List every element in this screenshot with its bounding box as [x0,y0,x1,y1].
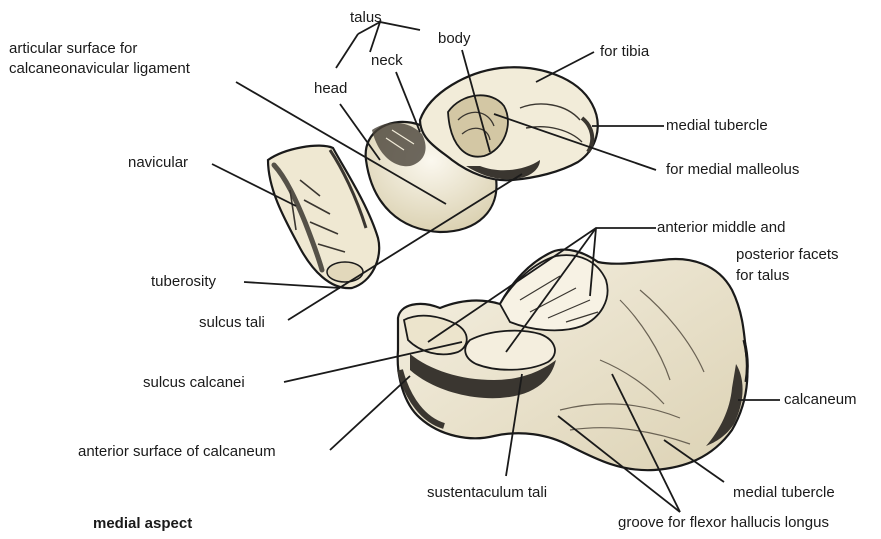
label-facets-line1: anterior middle and [657,219,785,236]
label-medial-tubercle-talus: medial tubercle [666,117,768,134]
label-articular-surface-line2: calcaneonavicular ligament [9,60,190,77]
talus-bone [366,67,598,232]
label-facets-line3: for talus [736,267,789,284]
label-medial-tubercle-calcaneum: medial tubercle [733,484,835,501]
label-for-tibia: for tibia [600,43,649,60]
label-navicular: navicular [128,154,188,171]
caption-medial-aspect: medial aspect [93,515,192,532]
label-talus: talus [350,9,382,26]
label-sustentaculum-tali: sustentaculum tali [427,484,547,501]
label-neck: neck [371,52,403,69]
label-articular-surface-line1: articular surface for [9,40,137,57]
calcaneum-bone [398,250,748,471]
label-sulcus-calcanei: sulcus calcanei [143,374,245,391]
label-head: head [314,80,347,97]
label-calcaneum: calcaneum [784,391,857,408]
navicular-bone [268,146,379,288]
label-facets-line2: posterior facets [736,246,839,263]
label-sulcus-tali: sulcus tali [199,314,265,331]
label-anterior-surface: anterior surface of calcaneum [78,443,276,460]
label-for-medial-malleolus: for medial malleolus [666,161,799,178]
label-tuberosity: tuberosity [151,273,216,290]
label-groove-flexor: groove for flexor hallucis longus [618,514,829,531]
label-body: body [438,30,471,47]
